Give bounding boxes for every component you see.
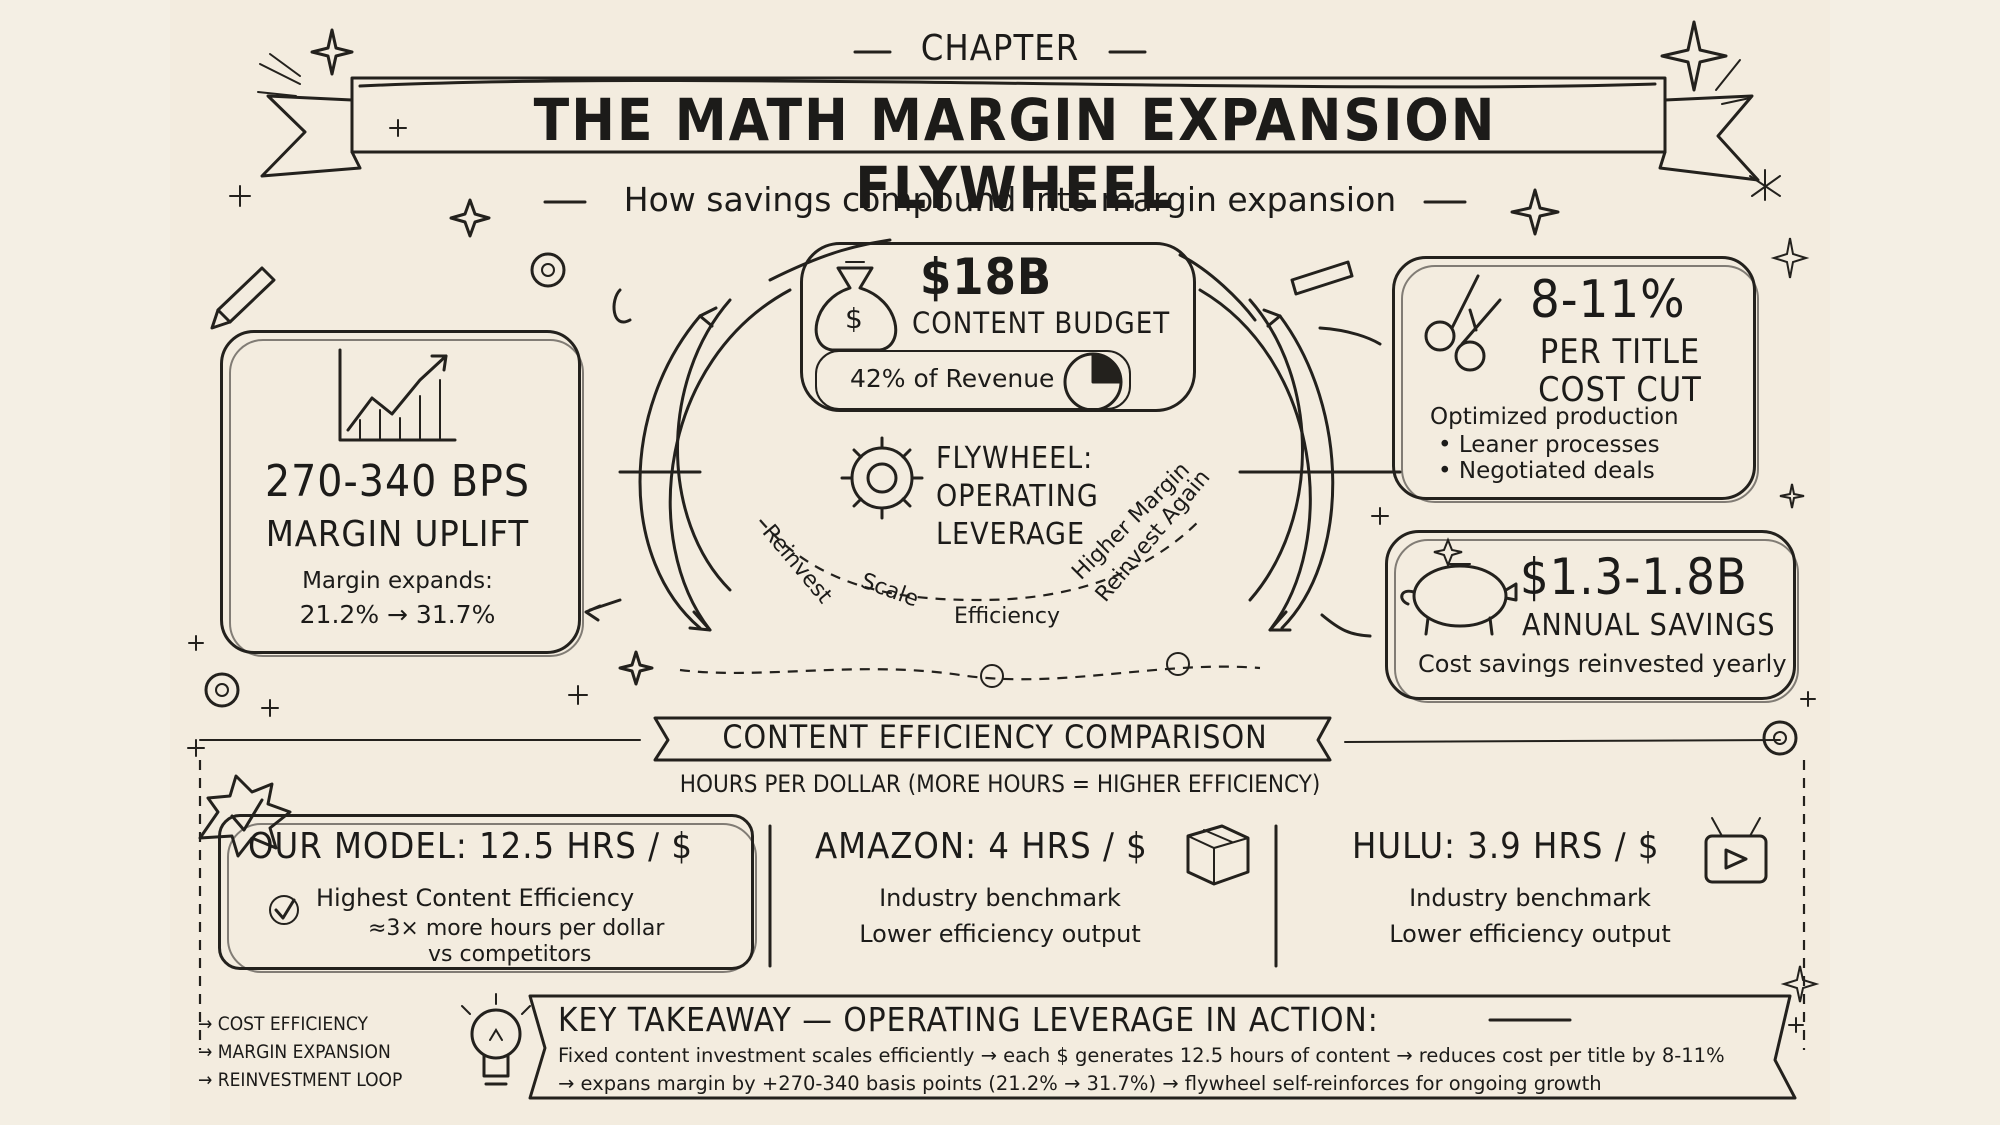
amazon-line1: Industry benchmark bbox=[879, 884, 1121, 912]
cost-bullet-2-text: Negotiated deals bbox=[1458, 458, 1655, 484]
budget-card bbox=[800, 242, 1196, 412]
margin-card bbox=[220, 330, 584, 657]
margin-note-line2: 21.2% → 31.7% bbox=[299, 600, 496, 629]
our-model-line3: vs competitors bbox=[428, 942, 592, 967]
side-list-item: → MARGIN EXPANSION bbox=[198, 1041, 391, 1063]
page-title: THE MATH MARGIN EXPANSION FLYWHEEL bbox=[533, 86, 1497, 222]
takeaway-title: KEY TAKEAWAY — OPERATING LEVERAGE IN ACT… bbox=[558, 1000, 1379, 1039]
cost-bullet-1: • Leaner processes bbox=[1438, 432, 1660, 458]
budget-value: $18B bbox=[920, 248, 1053, 306]
hulu-line1: Industry benchmark bbox=[1409, 884, 1651, 912]
flywheel-title: FLYWHEEL: OPERATING LEVERAGE bbox=[936, 440, 1099, 554]
flywheel-title-line1: FLYWHEEL: bbox=[936, 441, 1094, 476]
takeaway-line1: Fixed content investment scales efficien… bbox=[558, 1044, 1725, 1067]
savings-value: $1.3-1.8B bbox=[1520, 548, 1748, 606]
comparison-title: CONTENT EFFICIENCY COMPARISON bbox=[722, 718, 1268, 756]
savings-note: Cost savings reinvested yearly bbox=[1418, 650, 1787, 678]
our-model-card bbox=[218, 814, 757, 973]
side-list: → COST EFFICIENCY → MARGIN EXPANSION → R… bbox=[198, 1010, 402, 1094]
margin-note-line1: Margin expands: bbox=[302, 568, 493, 594]
cost-label-line2: COST CUT bbox=[1538, 370, 1702, 410]
savings-label: ANNUAL SAVINGS bbox=[1522, 608, 1776, 643]
page-subtitle: How savings compound into margin expansi… bbox=[623, 180, 1397, 219]
amazon-title: AMAZON: 4 HRS / $ bbox=[815, 826, 1148, 867]
budget-label: CONTENT BUDGET bbox=[912, 306, 1171, 340]
cost-label-line1: PER TITLE bbox=[1539, 332, 1701, 372]
comparison-subtitle: HOURS PER DOLLAR (MORE HOURS = HIGHER EF… bbox=[679, 770, 1321, 798]
cost-card bbox=[1392, 256, 1759, 503]
budget-note-pill bbox=[815, 350, 1131, 410]
cost-bullet-2: • Negotiated deals bbox=[1438, 458, 1655, 484]
flywheel-title-line2: OPERATING bbox=[936, 479, 1099, 514]
sparkle-icon bbox=[187, 20, 1820, 1033]
side-list-item: → REINVESTMENT LOOP bbox=[198, 1069, 403, 1091]
savings-card bbox=[1385, 530, 1799, 703]
takeaway-line2: → expans margin by +270-340 basis points… bbox=[558, 1072, 1602, 1095]
our-model-line1: Highest Content Efficiency bbox=[316, 884, 635, 912]
cost-note: Optimized production bbox=[1430, 404, 1679, 430]
side-list-item: → COST EFFICIENCY bbox=[198, 1013, 368, 1035]
flywheel-title-line3: LEVERAGE bbox=[936, 517, 1086, 552]
svg-text:$: $ bbox=[845, 302, 863, 335]
budget-note: 42% of Revenue bbox=[850, 364, 1055, 393]
our-model-line2: ≈3× more hours per dollar bbox=[368, 916, 665, 941]
margin-value: 270-340 BPS bbox=[264, 456, 531, 507]
pencil-icon bbox=[210, 260, 1354, 330]
margin-label: MARGIN UPLIFT bbox=[265, 514, 530, 555]
hulu-title: HULU: 3.9 HRS / $ bbox=[1352, 826, 1660, 867]
gear-icon bbox=[204, 252, 1798, 756]
cost-value: 8-11% bbox=[1530, 270, 1686, 330]
chapter-label: CHAPTER bbox=[920, 28, 1080, 69]
hulu-line2: Lower efficiency output bbox=[1389, 920, 1671, 948]
cost-bullet-1-text: Leaner processes bbox=[1458, 432, 1660, 458]
paper-background bbox=[170, 0, 1830, 1125]
amazon-line2: Lower efficiency output bbox=[859, 920, 1141, 948]
flywheel-step-efficiency: Efficiency bbox=[954, 604, 1060, 629]
our-model-title: OUR MODEL: 12.5 HRS / $ bbox=[248, 826, 693, 867]
